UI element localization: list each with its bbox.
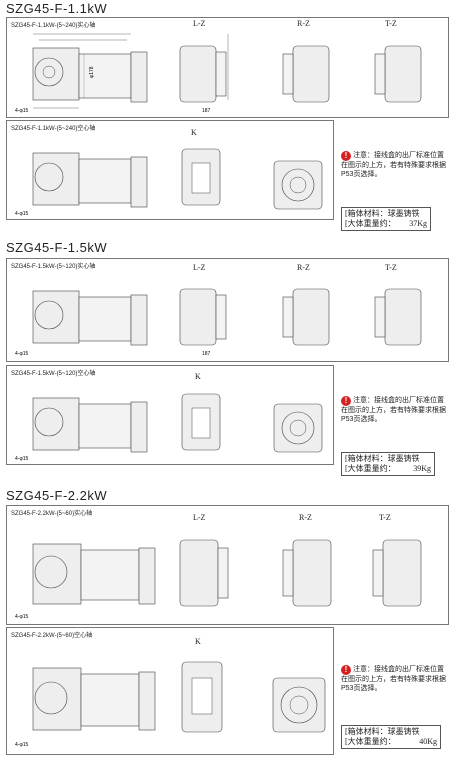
section-title-2: SZG45-F-1.5kW: [6, 240, 108, 255]
exclamation-icon: !: [341, 396, 351, 406]
solid-shaft-panel-2: SZG45-F-1.5kW-(5~120)实心轴 L-Z R-Z T-Z 4-φ…: [6, 258, 449, 362]
svg-text:4-φ15: 4-φ15: [15, 742, 28, 748]
svg-text:187: 187: [202, 351, 211, 357]
rz-view-drawing: [282, 45, 330, 103]
note-text: 注意：接线盒的出厂标准位置在图示的上方，若有特殊要求根据P53页选择。: [341, 397, 446, 423]
hollow-side-drawing: 4-φ15: [15, 397, 148, 462]
note-text: 注意：接线盒的出厂标准位置在图示的上方，若有特殊要求根据P53页选择。: [341, 666, 446, 692]
section-title-3: SZG45-F-2.2kW: [6, 488, 108, 503]
flange-view-drawing: [273, 403, 323, 453]
motor-side-drawing: 4-φ15: [15, 543, 156, 620]
material-label: [箱体材料：球墨铸铁: [345, 727, 420, 736]
panel-caption: SZG45-F-1.5kW-(5~120)空心轴: [11, 371, 96, 377]
svg-text:4-φ15: 4-φ15: [15, 211, 28, 217]
k-view-drawing: [181, 148, 221, 206]
svg-text:187: 187: [202, 108, 211, 114]
panel-caption: SZG45-F-1.1kW-(5~240)实心轴: [11, 23, 96, 29]
hollow-shaft-panel-3: SZG45-F-2.2kW-(5~60)空心轴 K 4-φ15: [6, 627, 334, 755]
exclamation-icon: !: [341, 151, 351, 161]
weight-value: 40Kg: [419, 737, 437, 746]
hollow-side-drawing: 4-φ15: [15, 667, 156, 748]
weight-label: [大体重量约：: [345, 737, 396, 746]
svg-text:4-φ15: 4-φ15: [15, 614, 28, 620]
panel-caption: SZG45-F-1.1kW-(5~240)空心轴: [11, 126, 96, 132]
solid-shaft-panel-1: SZG45-F-1.1kW-(5~240)实心轴 4-φ15 φ178 L-Z …: [6, 17, 449, 118]
note-text: 注意：接线盒的出厂标准位置在图示的上方，若有特殊要求根据P53页选择。: [341, 152, 446, 178]
material-box-3: [箱体材料：球墨铸铁 [大体重量约： 40Kg: [341, 725, 441, 749]
material-label: [箱体材料：球墨铸铁: [345, 454, 420, 463]
hollow-shaft-panel-2: SZG45-F-1.5kW-(5~120)空心轴 K 4-φ15: [6, 365, 334, 465]
view-label-tz: T-Z: [385, 263, 397, 272]
panel-caption: SZG45-F-1.5kW-(5~120)实心轴: [11, 264, 96, 270]
lz-view-drawing: 187: [179, 288, 227, 357]
flange-view-drawing: [273, 160, 323, 210]
k-view-drawing: [181, 393, 221, 451]
weight-label: [大体重量约：: [345, 219, 396, 228]
section-title-1: SZG45-F-1.1kW: [6, 1, 108, 16]
weight-value: 37Kg: [409, 219, 427, 228]
panel-caption: SZG45-F-2.2kW-(5~60)空心轴: [11, 633, 93, 639]
hollow-side-drawing: 4-φ15: [15, 152, 148, 217]
tz-view-drawing: [374, 45, 422, 103]
view-label-k: K: [191, 128, 197, 137]
motor-side-drawing: 4-φ15 φ178: [15, 33, 148, 114]
rz-view-drawing: [282, 539, 332, 607]
view-label-lz: L-Z: [193, 513, 206, 522]
flange-view-drawing: [272, 677, 326, 733]
motor-side-drawing: 4-φ15: [15, 290, 148, 357]
wiring-note-1: !注意：接线盒的出厂标准位置在图示的上方，若有特殊要求根据P53页选择。: [341, 151, 449, 179]
view-label-k: K: [195, 637, 201, 646]
material-box-2: [箱体材料：球墨铸铁 [大体重量约： 39Kg: [341, 452, 435, 476]
lz-view-drawing: 187: [179, 34, 229, 114]
svg-text:4-φ15: 4-φ15: [15, 351, 28, 357]
view-label-rz: R-Z: [297, 19, 310, 28]
hollow-shaft-panel-1: SZG45-F-1.1kW-(5~240)空心轴 K 4-φ15: [6, 120, 334, 220]
tz-view-drawing: [374, 288, 422, 346]
exclamation-icon: !: [341, 665, 351, 675]
svg-text:4-φ15: 4-φ15: [15, 456, 28, 462]
material-label: [箱体材料：球墨铸铁: [345, 209, 420, 218]
svg-text:4-φ15: 4-φ15: [15, 108, 28, 114]
view-label-tz: T-Z: [385, 19, 397, 28]
view-label-rz: R-Z: [299, 513, 312, 522]
k-view-drawing: [181, 661, 223, 733]
view-label-rz: R-Z: [297, 263, 310, 272]
wiring-note-2: !注意：接线盒的出厂标准位置在图示的上方，若有特殊要求根据P53页选择。: [341, 396, 449, 424]
view-label-lz: L-Z: [193, 19, 206, 28]
view-label-k: K: [195, 372, 201, 381]
view-label-tz: T-Z: [379, 513, 391, 522]
svg-text:φ178: φ178: [89, 66, 95, 78]
lz-view-drawing: [179, 539, 229, 607]
solid-shaft-panel-3: SZG45-F-2.2kW-(5~60)实心轴 L-Z R-Z T-Z 4-φ1…: [6, 505, 449, 625]
tz-view-drawing: [372, 539, 422, 607]
rz-view-drawing: [282, 288, 330, 346]
material-box-1: [箱体材料：球墨铸铁 [大体重量约： 37Kg: [341, 207, 431, 231]
wiring-note-3: !注意：接线盒的出厂标准位置在图示的上方，若有特殊要求根据P53页选择。: [341, 665, 449, 693]
view-label-lz: L-Z: [193, 263, 206, 272]
panel-caption: SZG45-F-2.2kW-(5~60)实心轴: [11, 511, 93, 517]
weight-label: [大体重量约：: [345, 464, 396, 473]
weight-value: 39Kg: [413, 464, 431, 473]
